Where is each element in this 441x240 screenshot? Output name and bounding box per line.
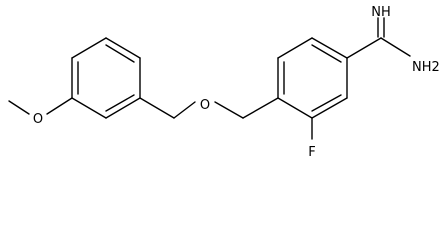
bond xyxy=(380,37,411,57)
right-benzene-ring xyxy=(277,37,348,119)
methoxy-group xyxy=(8,97,73,115)
aromatic-inner-bond xyxy=(311,94,342,112)
bond xyxy=(173,101,196,119)
fluorine-label: F xyxy=(308,145,315,160)
amidine-group xyxy=(346,17,411,59)
imine-label: NH xyxy=(371,5,391,20)
bond xyxy=(242,97,279,119)
aromatic-inner-bond xyxy=(105,44,135,63)
bond xyxy=(277,37,313,59)
left-benzene-ring xyxy=(71,37,141,119)
ether-oxygen-label: O xyxy=(200,98,210,113)
bond xyxy=(105,97,141,119)
bond xyxy=(311,97,348,119)
bond xyxy=(46,97,73,115)
aromatic-inner-bond xyxy=(105,94,135,112)
bond xyxy=(71,97,107,119)
bond xyxy=(346,37,382,59)
bond xyxy=(277,97,313,119)
bond xyxy=(71,37,107,59)
methoxy-oxygen-label: O xyxy=(33,112,43,127)
chemical-structure-diagram: NH NH2 F O O xyxy=(8,5,440,160)
aromatic-inner-bond xyxy=(311,44,342,63)
ether-linker xyxy=(139,97,279,119)
bond xyxy=(311,37,348,59)
bond xyxy=(8,100,30,115)
amine-label: NH2 xyxy=(412,60,440,75)
bond xyxy=(139,97,175,119)
bond xyxy=(105,37,141,59)
bond xyxy=(214,101,244,119)
